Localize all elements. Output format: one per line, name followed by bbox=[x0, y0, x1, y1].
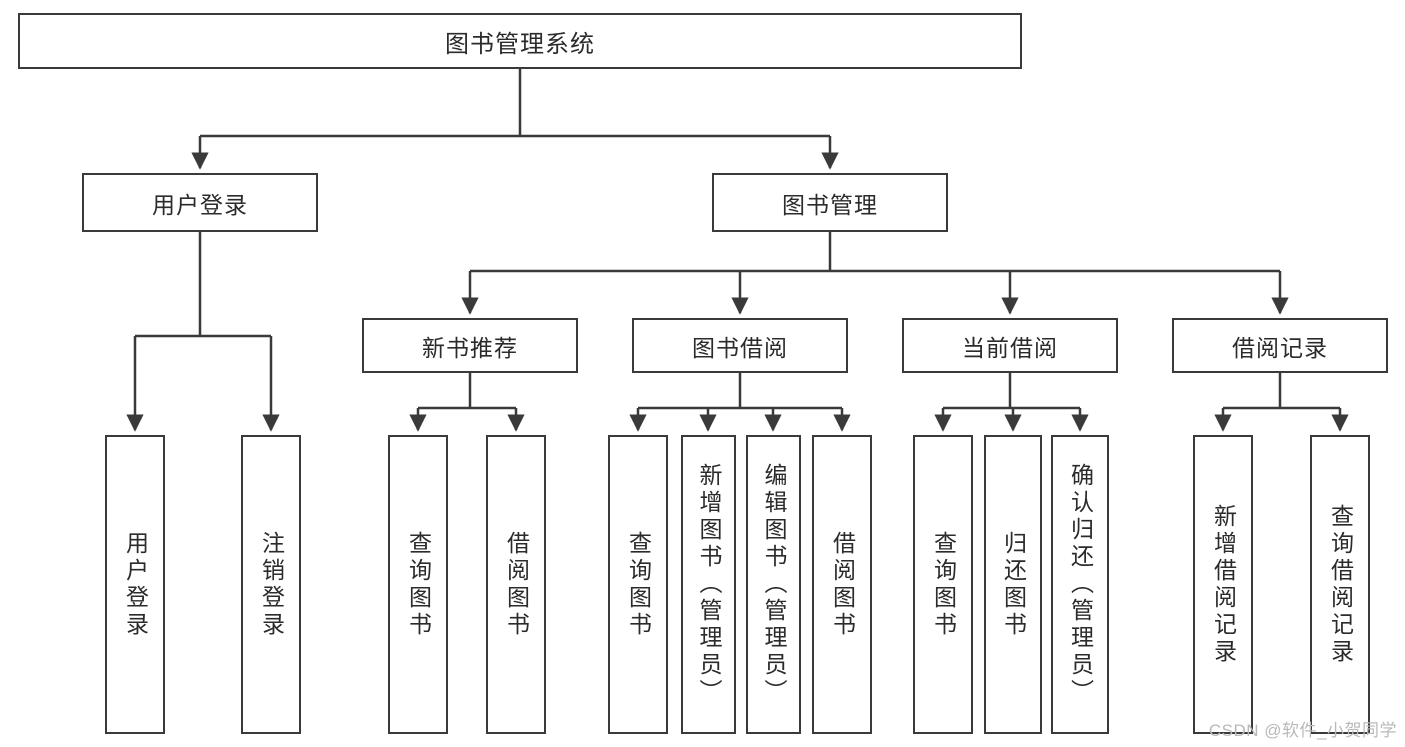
leaf-recommend-borrow-book[interactable]: 借阅图书 bbox=[486, 435, 546, 734]
leaf-borrow-add-book[interactable]: 新增图书（管理员） bbox=[681, 435, 736, 734]
leaf-recommend-query-book[interactable]: 查询图书 bbox=[388, 435, 448, 734]
node-borrow-record[interactable]: 借阅记录 bbox=[1172, 318, 1388, 373]
node-root[interactable]: 图书管理系统 bbox=[18, 13, 1022, 69]
leaf-user-login-signout[interactable]: 注销登录 bbox=[241, 435, 301, 734]
node-book-borrow[interactable]: 图书借阅 bbox=[632, 318, 848, 373]
leaf-record-add-record[interactable]: 新增借阅记录 bbox=[1193, 435, 1253, 734]
leaf-current-return-book[interactable]: 归还图书 bbox=[984, 435, 1042, 734]
leaf-record-query-record[interactable]: 查询借阅记录 bbox=[1310, 435, 1370, 734]
node-new-book-recommend[interactable]: 新书推荐 bbox=[362, 318, 578, 373]
leaf-borrow-edit-book[interactable]: 编辑图书（管理员） bbox=[746, 435, 801, 734]
node-book-management[interactable]: 图书管理 bbox=[712, 173, 948, 232]
watermark: CSDN @软件_小贺同学 bbox=[1208, 721, 1397, 740]
leaf-current-confirm-return[interactable]: 确认归还（管理员） bbox=[1051, 435, 1109, 734]
leaf-borrow-query-book[interactable]: 查询图书 bbox=[608, 435, 668, 734]
leaf-current-query-book[interactable]: 查询图书 bbox=[913, 435, 973, 734]
leaf-user-login-signin[interactable]: 用户登录 bbox=[105, 435, 165, 734]
node-current-borrow[interactable]: 当前借阅 bbox=[902, 318, 1118, 373]
leaf-borrow-borrow-book[interactable]: 借阅图书 bbox=[812, 435, 872, 734]
node-user-login[interactable]: 用户登录 bbox=[82, 173, 318, 232]
